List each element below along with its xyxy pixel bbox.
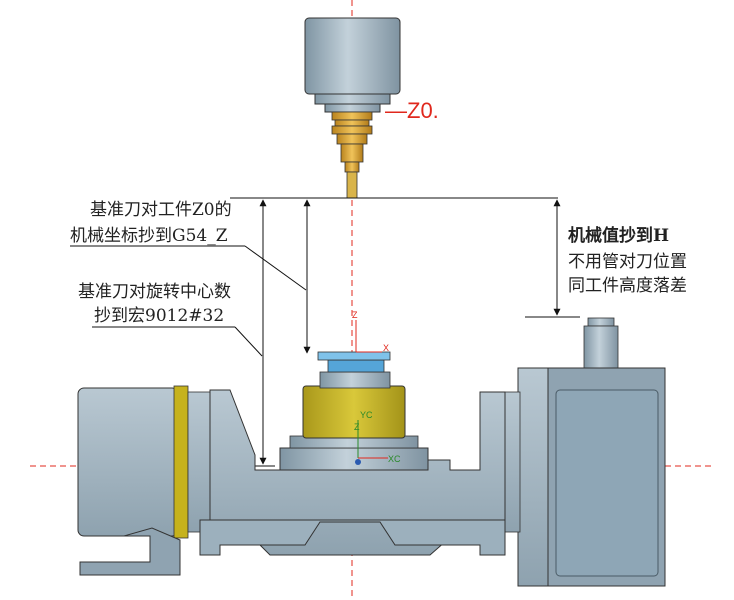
z0-label: —Z0. [385, 98, 439, 123]
yellow-fixture [302, 351, 406, 439]
tool-setter [583, 317, 619, 369]
leader-line-center-slant [234, 326, 263, 357]
rotary-table-plate [279, 447, 429, 471]
cutting-tool [346, 171, 358, 199]
trunnion-body [209, 389, 506, 556]
ref-center-label-line1: 基准刀对旋转中心数 [78, 282, 231, 302]
spindle [304, 17, 401, 113]
rotary-motor-housing [499, 367, 666, 587]
lower-coordinate-axes: YC Z XC [354, 410, 401, 465]
ref-center-label-line2: 抄到宏9012#32 [94, 306, 225, 326]
ref-tool-label-line2: 机械坐标抄到G54_Z [70, 226, 228, 246]
note-label-line2: 同工件高度落差 [568, 276, 687, 296]
trunnion-base [199, 519, 506, 556]
note-label-line1: 不用管对刀位置 [568, 252, 687, 272]
tool-holder [331, 111, 373, 173]
lower-yc-axis-label: YC [360, 410, 373, 420]
lower-z-axis-label: Z [354, 422, 360, 432]
ref-tool-label-line1: 基准刀对工件Z0的 [90, 200, 232, 220]
rotary-left-end [77, 385, 217, 576]
machine-value-label: 机械值抄到H [568, 226, 670, 246]
lower-xc-axis-label: XC [388, 454, 401, 464]
upper-x-axis-label: X [383, 343, 389, 353]
leader-line-workpiece-slant [244, 245, 307, 291]
upper-coordinate-axes: Z X [352, 310, 389, 353]
upper-z-axis-label: Z [352, 310, 358, 320]
